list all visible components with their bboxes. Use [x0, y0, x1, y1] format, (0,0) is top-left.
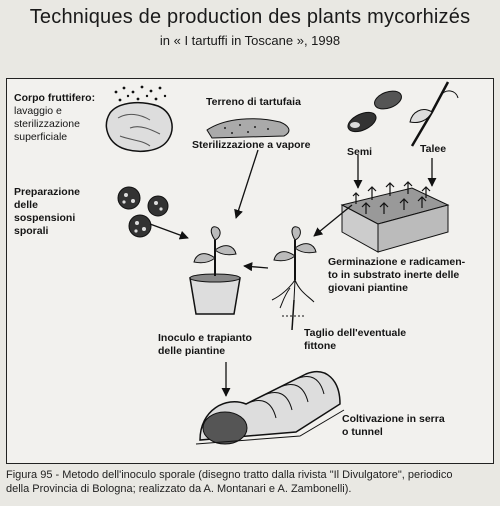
- label-coltivazione-2: o tunnel: [342, 426, 383, 438]
- label-inoculo-2: delle piantine: [158, 345, 226, 357]
- label-germinazione-3: giovani piantine: [328, 282, 408, 294]
- page-subtitle: in « I tartuffi in Toscane », 1998: [159, 33, 341, 48]
- taproot-plant-drawing: [271, 226, 317, 331]
- process-arrows: [149, 149, 437, 397]
- label-taglio-2: fittone: [304, 340, 337, 352]
- label-germinazione-2: to in substrato inerte delle: [328, 269, 460, 281]
- label-taglio-1: Taglio dell'eventuale: [304, 327, 407, 339]
- label-sospensioni: sospensioni: [14, 212, 76, 224]
- label-terreno: Terreno di tartufaia: [206, 96, 301, 108]
- tunnel-drawing: [195, 371, 345, 445]
- label-germinazione-1: Germinazione e radicamen-: [328, 256, 466, 268]
- potted-plant-drawing: [189, 226, 241, 315]
- soil-drawing: [206, 118, 290, 139]
- caption-line-2: della Provincia di Bologna; realizzato d…: [6, 483, 352, 495]
- label-corpo: Corpo fruttifero:: [14, 92, 96, 104]
- label-preparazione: Preparazione: [14, 186, 80, 198]
- cutting-drawing: [409, 81, 459, 147]
- label-sterilizzazione: sterilizzazione: [14, 118, 80, 130]
- seeds-drawing: [347, 90, 402, 133]
- caption-line-1: Figura 95 - Metodo dell'inoculo sporale …: [6, 469, 453, 481]
- label-delle: delle: [14, 199, 38, 211]
- label-talee: Talee: [420, 143, 447, 155]
- label-lavaggio: lavaggio e: [14, 105, 62, 117]
- figure-caption: Figura 95 - Metodo dell'inoculo sporale …: [6, 468, 496, 496]
- label-inoculo-1: Inoculo e trapianto: [158, 332, 252, 344]
- page-title: Techniques de production des plants myco…: [29, 6, 471, 28]
- truffle-drawing: [105, 85, 173, 153]
- label-superficiale: superficiale: [14, 131, 68, 143]
- spore-drawing: [117, 186, 169, 238]
- label-semi: Semi: [347, 146, 373, 158]
- label-coltivazione-1: Coltivazione in serra: [342, 413, 445, 425]
- label-sterilizzazione-vapore: Sterilizzazione a vapore: [192, 139, 311, 151]
- label-sporali: sporali: [14, 225, 49, 237]
- seed-tray-drawing: [340, 181, 450, 253]
